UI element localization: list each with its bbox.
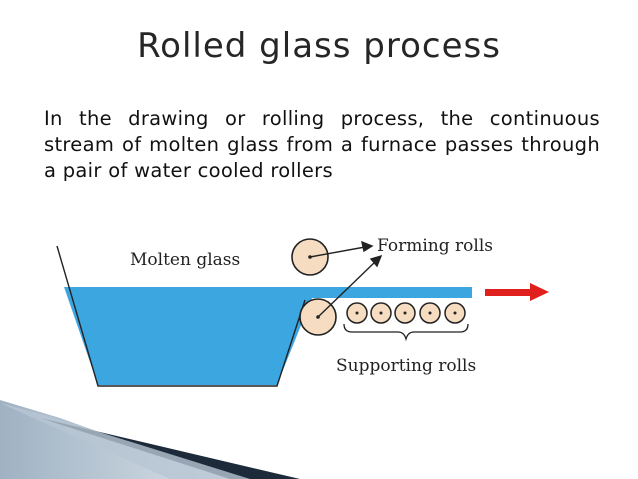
slide-body-text: In the drawing or rolling process, the c… [44, 107, 600, 182]
molten-glass-pool [64, 287, 472, 385]
furnace-tank-outline [56, 245, 306, 387]
supporting-roll [444, 302, 466, 324]
supporting-roll [346, 302, 368, 324]
output-direction-arrow [485, 283, 549, 301]
supporting-rolls-label: Supporting rolls [336, 356, 476, 376]
supporting-roll [370, 302, 392, 324]
molten-glass-label: Molten glass [130, 250, 240, 270]
slide-title: Rolled glass process [137, 26, 501, 66]
supporting-roll [394, 302, 416, 324]
forming-rolls-pointer-arrows [309, 240, 383, 318]
supporting-roll [419, 302, 441, 324]
forming-rolls-label: Forming rolls [377, 236, 493, 256]
supporting-rolls-brace [343, 323, 469, 342]
